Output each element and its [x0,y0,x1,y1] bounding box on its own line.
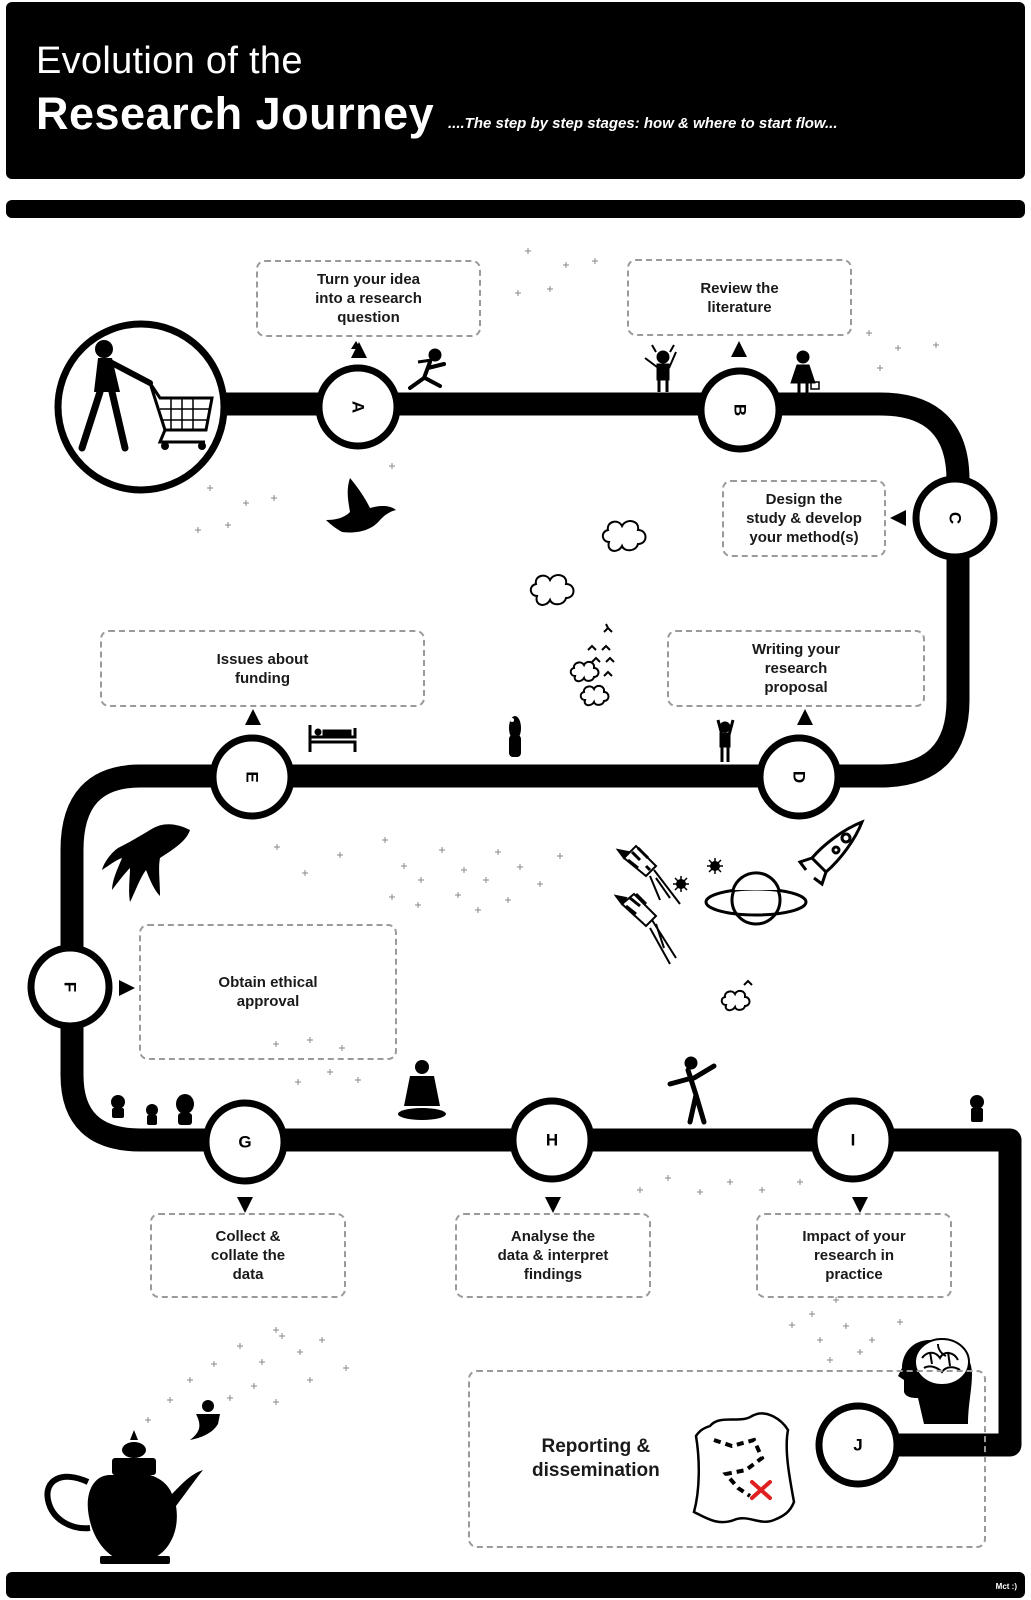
pointer-arrow-a-main [351,342,367,358]
meditating-person-icon [398,1060,446,1120]
stage-letter: G [238,1133,251,1152]
genie-lamp-teapot-icon [44,1430,203,1564]
header-banner: Evolution of the Research Journey ....Th… [6,2,1025,179]
stage-box-g: Collect & collate the data [150,1213,346,1298]
dove-icon [326,478,396,533]
pointer-arrow-c [890,510,906,526]
stage-letter: I [851,1131,856,1150]
stage-letter: D [790,771,809,783]
hand-icon [102,824,190,902]
stage-letter: H [546,1131,558,1150]
stage-letter: A [349,401,368,413]
stage-label: Collect & collate the data [210,1228,286,1283]
stage-box-h: Analyse the data & interpret findings [455,1213,651,1298]
stage-label: Issues about funding [216,650,309,687]
stage-box-d: Writing your research proposal [667,630,925,707]
viking-icon [644,344,677,392]
pointer-arrow-d [797,709,813,725]
stage-label: Impact of your research in practice [802,1228,906,1283]
stage-letter: B [731,404,750,416]
header-divider [6,200,1025,218]
start-circle [54,320,228,494]
stage-box-e: Issues about funding [100,630,425,707]
pointer-arrow-b [731,341,747,357]
stage-letter: F [61,982,80,992]
planet-icon [704,871,808,926]
journey-path [60,392,1022,1457]
title-line-2: Research Journey [36,88,435,139]
pointer-arrows [119,341,906,1213]
stage-node-e: E [209,734,295,820]
ninja-icon [408,348,446,390]
pointer-arrow-f [119,980,135,996]
stage-node-f: F [27,944,113,1030]
stage-label: Analyse the data & interpret findings [497,1228,609,1283]
title-line-1: Evolution of the [36,40,303,82]
cloud-icon [529,520,751,1012]
shopper-woman-icon [790,350,820,396]
stage-box-i: Impact of your research in practice [756,1213,952,1298]
stage-box-f: Obtain ethical approval [139,924,397,1060]
birds-icon [587,623,753,986]
stage-label: Reporting & dissemination [532,1436,660,1481]
stage-label: Obtain ethical approval [218,974,318,1010]
stage-letter: J [853,1436,862,1455]
title-tagline: ....The step by step stages: how & where… [448,115,838,132]
stage-node-h: H [509,1097,595,1183]
alien-creatures-icon [111,1094,984,1125]
stage-box-a: Turn your idea into a research question [256,260,481,337]
pointer-arrow-h [545,1197,561,1213]
genie-icon [190,1400,220,1440]
stage-box-j: Reporting & dissemination [468,1370,986,1548]
stage-letter: C [946,512,965,524]
pointer-arrow-e [245,709,261,725]
stage-node-g: G [202,1099,288,1185]
figure-icon [509,716,521,757]
stage-label: Turn your idea into a research question [315,271,422,326]
stage-letter: E [243,771,262,782]
pointer-arrow-i [852,1197,868,1213]
rocket-icon [797,819,865,887]
bed-icon [308,725,357,752]
cheering-person-icon [716,719,735,762]
stage-label: Writing your research proposal [751,641,841,696]
stage-node-b: B [697,367,783,453]
stage-node-c: C [912,475,998,561]
treasure-map-icon [692,1412,796,1524]
footer-bar: Mct :) [6,1572,1025,1598]
pointer-arrow-g [237,1197,253,1213]
stage-box-c: Design the study & develop your method(s… [722,480,886,557]
brain-head-icon [898,1338,972,1424]
dancing-person-icon [667,1056,717,1125]
stage-box-b: Review the literature [627,259,852,336]
stage-label: Review the literature [700,279,779,316]
shopping-cart-woman-icon [78,340,214,452]
firework-rockets-icon [613,844,681,965]
stage-node-d: D [756,734,842,820]
stage-label: Design the study & develop your method(s… [746,491,862,546]
burst-stars-icon [673,858,723,892]
stage-node-i: I [810,1097,896,1183]
stage-node-j: J [815,1402,901,1488]
footer-credit: Mct :) [995,1582,1017,1591]
stage-node-a: A [315,364,401,450]
